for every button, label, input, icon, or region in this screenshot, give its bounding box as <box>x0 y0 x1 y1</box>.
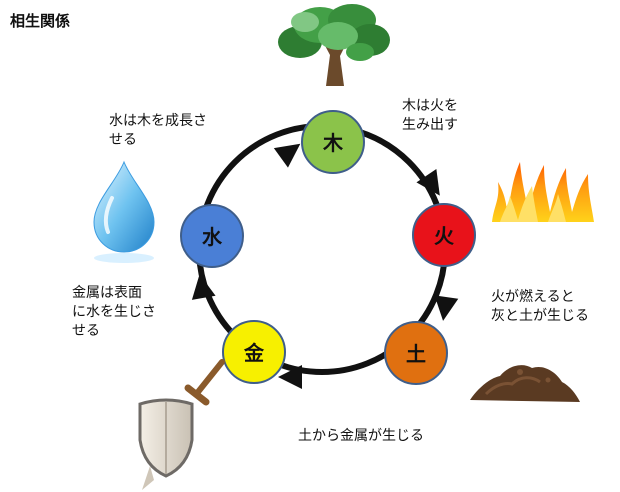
caption-wood-fire: 木は火を 生み出す <box>402 98 458 133</box>
node-water-label: 水 <box>202 225 223 249</box>
page-title: 相生関係 <box>10 12 71 30</box>
node-fire-label: 火 <box>434 224 455 248</box>
node-water: 水 <box>180 204 244 268</box>
node-wood-label: 木 <box>322 131 344 155</box>
node-earth: 土 <box>384 321 448 385</box>
cycle-arrows <box>191 143 459 389</box>
node-metal: 金 <box>222 320 286 384</box>
fire-icon <box>492 162 594 222</box>
sword-shield-icon <box>138 359 225 490</box>
node-wood: 木 <box>301 110 365 174</box>
node-metal-label: 金 <box>243 341 265 365</box>
arrow-fire-to-earth <box>434 295 459 321</box>
arrow-water-to-wood <box>273 143 301 168</box>
node-fire: 火 <box>412 203 476 267</box>
caption-fire-earth: 火が燃えると 灰と土が生じる <box>491 289 589 324</box>
caption-metal-water: 金属は表面 に水を生じさ せる <box>72 285 156 339</box>
caption-earth-metal: 土から金属が生じる <box>298 428 424 444</box>
arrow-metal-to-water <box>191 274 216 300</box>
caption-water-wood: 水は木を成長さ せる <box>109 113 207 148</box>
node-earth-label: 土 <box>406 342 426 366</box>
arrow-wood-to-fire <box>416 168 440 196</box>
water-drop-icon <box>93 160 155 263</box>
soil-icon <box>470 365 580 402</box>
arrow-earth-to-metal <box>278 365 302 389</box>
tree-icon <box>278 4 390 86</box>
